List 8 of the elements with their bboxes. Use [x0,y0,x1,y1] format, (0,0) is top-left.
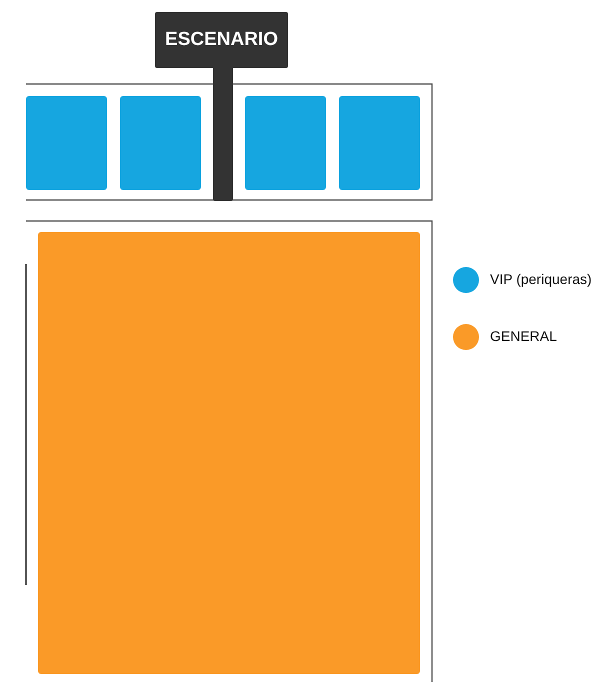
legend-label: GENERAL [490,328,557,344]
vip-section [245,96,326,190]
stage-sign [155,12,288,201]
vip-section [120,96,201,190]
vip-section [339,96,420,190]
vip-section [26,96,107,190]
legend-label: VIP (periqueras) [490,271,592,287]
stage-label: ESCENARIO [165,29,278,51]
